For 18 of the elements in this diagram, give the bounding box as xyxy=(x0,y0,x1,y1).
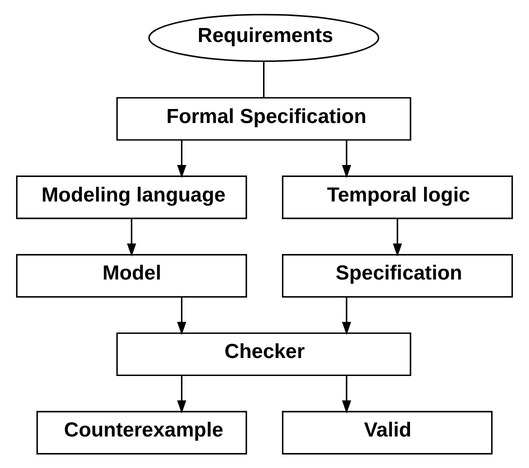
node-box: Model xyxy=(16,254,248,298)
arrow xyxy=(392,218,402,257)
node-box: Valid xyxy=(282,410,493,454)
arrow xyxy=(126,218,136,257)
arrow xyxy=(342,140,352,178)
node-box: Counterexample xyxy=(36,410,248,454)
arrow xyxy=(177,297,186,336)
arrow xyxy=(342,297,352,336)
node-box: Formal Specification xyxy=(116,97,412,141)
node-ellipse: Requirements xyxy=(148,14,380,62)
arrow xyxy=(342,376,352,414)
node-box: Temporal logic xyxy=(282,176,513,220)
node-box: Modeling language xyxy=(16,176,248,220)
node-box: Checker xyxy=(116,332,412,376)
arrow xyxy=(177,376,186,414)
arrow xyxy=(177,140,186,178)
node-box: Specification xyxy=(282,254,513,298)
connector xyxy=(263,62,264,98)
